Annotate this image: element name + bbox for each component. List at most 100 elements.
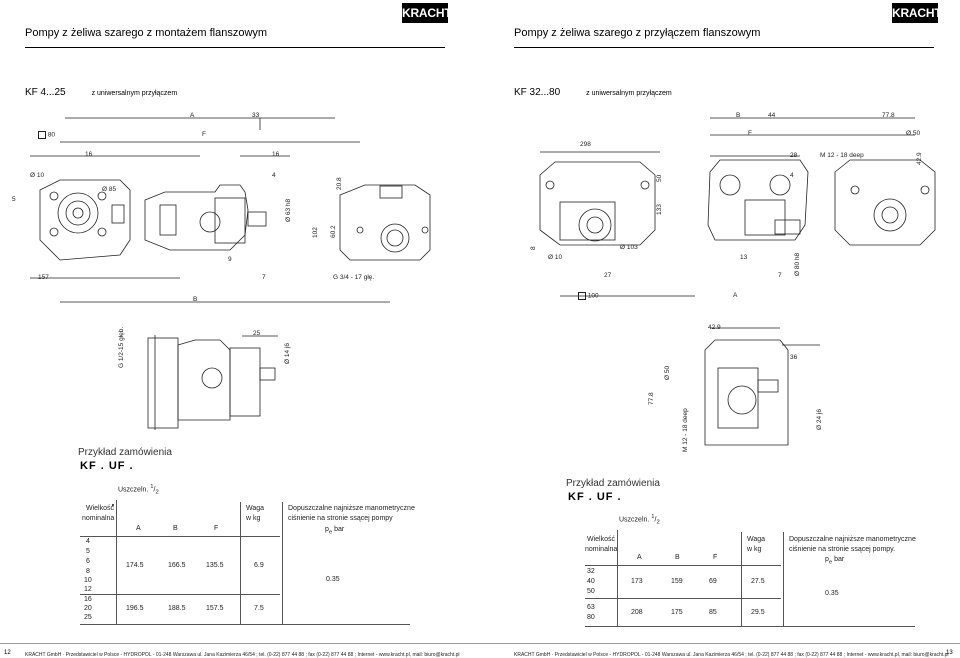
page-title-left: Pompy z żeliwa szarego z montażem flansz… — [25, 27, 268, 39]
size: 6 — [86, 558, 90, 565]
size: 10 — [84, 577, 92, 584]
value-weight: 27.5 — [751, 578, 765, 585]
dim-f: F — [202, 131, 206, 138]
dim-d63: Ø 63 h8 — [285, 198, 292, 222]
col-weight-2: w kg — [246, 515, 261, 522]
dim-133: 133 — [656, 204, 663, 215]
value-a: 208 — [631, 609, 643, 616]
order-code-left: KF . UF . — [80, 460, 134, 472]
footer-divider — [0, 643, 960, 644]
size: 8 — [86, 568, 90, 575]
dim-7: 7 — [778, 272, 782, 279]
dim-16b: 16 — [272, 151, 280, 158]
value-f: 69 — [709, 578, 717, 585]
col-weight-1: Waga — [747, 536, 766, 543]
pressure-unit: pe bar — [325, 526, 345, 536]
col-weight-2: w kg — [747, 546, 762, 553]
order-code-right: KF . UF . — [568, 491, 622, 503]
col-pressure-1: Dopuszczalne najniższe manometryczne — [789, 536, 916, 543]
divider — [514, 47, 934, 48]
value-a: 174.5 — [126, 562, 144, 569]
size: 63 — [587, 604, 595, 611]
page-number-right: 13 — [946, 650, 953, 656]
value-b: 175 — [671, 609, 683, 616]
col-a: A — [136, 525, 141, 532]
pump-drawing-left — [30, 117, 431, 430]
size: 32 — [587, 568, 595, 575]
footer-left: KRACHT GmbH · Przedstawiciel w Polsce - … — [25, 652, 460, 658]
dim-25: 25 — [253, 330, 261, 337]
dim-28: 28 — [790, 152, 798, 159]
value-weight: 7.5 — [254, 605, 264, 612]
col-size-1: Wielkość — [587, 536, 616, 543]
dim-157: 157 — [38, 274, 49, 281]
value-f: 85 — [709, 609, 717, 616]
value-pressure: 0.35 — [825, 590, 839, 597]
size: 25 — [84, 614, 92, 621]
dim-d10: Ø 10 — [30, 172, 45, 179]
dim-42-9: 42.9 — [916, 152, 923, 165]
size: 4 — [86, 538, 90, 545]
dim-d10: Ø 10 — [548, 254, 563, 261]
dim-m12-v: M 12 - 18 deep — [682, 408, 689, 452]
dim-44: 44 — [768, 112, 776, 119]
dim-b: B — [193, 296, 198, 303]
value-f: 157.5 — [206, 605, 224, 612]
kracht-logo: KRACHT — [892, 3, 942, 23]
dim-77-8: 77.8 — [882, 112, 895, 119]
value-weight: 29.5 — [751, 609, 765, 616]
square-icon — [578, 292, 586, 300]
col-pressure-2: ciśnienie na stronie ssącej pompy — [288, 515, 393, 522]
dim-102: 102 — [312, 227, 319, 238]
col-pressure-2: ciśnienie na stronie ssącej pompy. — [789, 546, 896, 553]
dim-50: 50 — [656, 174, 663, 182]
col-pressure-1: Dopuszczalne najniższe manometryczne — [288, 505, 415, 512]
size: 40 — [587, 578, 595, 585]
pump-drawing-right — [539, 117, 936, 446]
footer-right: KRACHT GmbH · Przedstawiciel w Polsce - … — [514, 652, 949, 658]
spec-table-right: Uszczeln. 1/2 Wielkość nominalna A B F W… — [585, 510, 916, 628]
dim-33: 33 — [252, 112, 260, 119]
col-a: A — [637, 554, 642, 561]
col-size-2: nominalna — [82, 515, 115, 522]
order-example-label-left: Przykład zamówienia — [78, 447, 172, 458]
dim-m12: M 12 - 18 deep — [820, 152, 864, 159]
dim-g34: G 3/4 - 17 głę. — [333, 274, 375, 281]
dim-80: 80 — [38, 131, 55, 139]
pressure-unit: pe bar — [825, 556, 845, 566]
dim-g12: G 1/2-15 głęb. — [118, 326, 125, 368]
model-subtitle: z uniwersalnym przyłączem — [91, 90, 178, 97]
size: 50 — [587, 588, 595, 595]
col-b: B — [675, 554, 680, 561]
dim-d14: Ø 14 j6 — [284, 343, 291, 364]
col-size-2: nominalna — [585, 546, 618, 553]
dim-77-8-v: 77.8 — [648, 392, 655, 405]
value-f: 135.5 — [206, 562, 224, 569]
dim-d85: Ø 85 — [102, 186, 117, 193]
value-weight: 6.9 — [254, 562, 264, 569]
col-f: F — [713, 554, 718, 561]
dim-d50: Ø 50 — [906, 130, 921, 137]
order-example-label-right: Przykład zamówienia — [566, 478, 660, 489]
divider — [25, 47, 445, 48]
dim-13: 13 — [740, 254, 748, 261]
dim-d103: Ø 103 — [620, 244, 638, 251]
dim-8: 8 — [530, 246, 537, 250]
dim-a: A — [190, 112, 195, 119]
col-b: B — [173, 525, 178, 532]
model-name: KF 32...80 — [514, 87, 561, 98]
square-icon — [38, 131, 46, 139]
page-title-right: Pompy z żeliwa szarego z przyłączem flan… — [514, 27, 761, 39]
col-f: F — [214, 525, 219, 532]
size: 5 — [86, 548, 90, 555]
dim-36: 36 — [790, 354, 798, 361]
dim-b: B — [736, 112, 741, 119]
col-size-1: Wielkość — [86, 505, 115, 512]
dim-4: 4 — [790, 172, 794, 179]
dim-9: 9 — [228, 256, 232, 263]
size: 16 — [84, 596, 92, 603]
dim-7: 7 — [262, 274, 266, 281]
dim-60-2: 60.2 — [330, 225, 337, 238]
